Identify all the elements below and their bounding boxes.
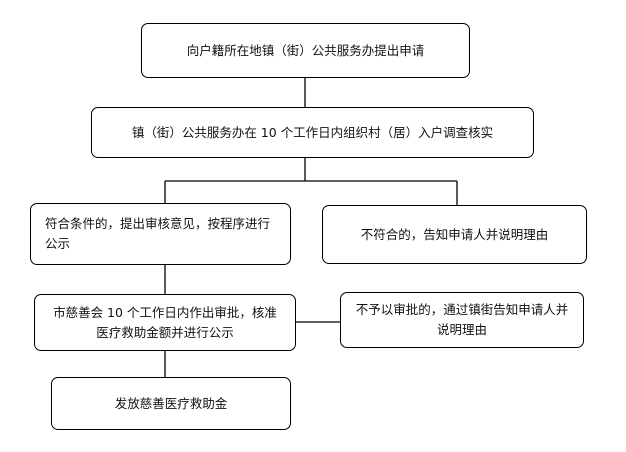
step-ineligible: 不符合的，告知申请人并说明理由 (322, 205, 587, 264)
step-disburse-text: 发放慈善医疗救助金 (114, 395, 228, 411)
step-eligible-text: 符合条件的，提出审核意见，按程序进行公示 (45, 216, 271, 251)
step-reject-text: 不予以审批的，通过镇街告知申请人并说明理由 (355, 302, 569, 337)
step-approve-text: 市慈善会 10 个工作日内作出审批，核准医疗救助金额并进行公示 (53, 304, 277, 340)
step-investigate: 镇（街）公共服务办在 10 个工作日内组织村（居）入户调查核实 (91, 107, 534, 158)
step-apply-text: 向户籍所在地镇（街）公共服务办提出申请 (186, 42, 425, 58)
step-reject: 不予以审批的，通过镇街告知申请人并说明理由 (340, 292, 584, 348)
step-investigate-text: 镇（街）公共服务办在 10 个工作日内组织村（居）入户调查核实 (131, 124, 494, 140)
step-approve: 市慈善会 10 个工作日内作出审批，核准医疗救助金额并进行公示 (34, 294, 296, 351)
step-disburse: 发放慈善医疗救助金 (51, 377, 291, 430)
step-eligible: 符合条件的，提出审核意见，按程序进行公示 (30, 203, 291, 265)
step-ineligible-text: 不符合的，告知申请人并说明理由 (360, 226, 549, 242)
step-apply: 向户籍所在地镇（街）公共服务办提出申请 (141, 23, 470, 78)
